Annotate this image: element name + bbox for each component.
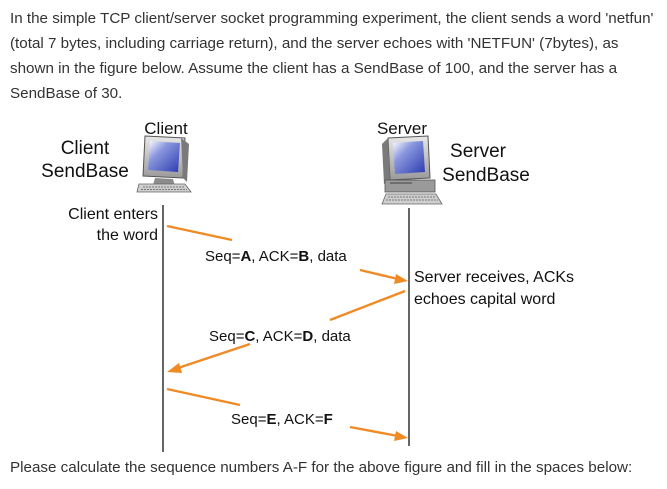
arrow-2-end-segment xyxy=(177,342,251,370)
arrow-3-start-segment xyxy=(166,387,241,407)
question-intro-text: In the simple TCP client/server socket p… xyxy=(10,10,654,102)
message-2-seq: C xyxy=(244,328,255,345)
message-2-suffix: , data xyxy=(313,328,351,345)
message-arrows xyxy=(166,224,408,441)
arrow-1-start-segment xyxy=(166,224,233,242)
client-sendbase-line1: Client xyxy=(61,138,110,159)
message-1-suffix: , data xyxy=(309,248,347,265)
arrow-3-head xyxy=(394,431,408,441)
message-3-seq: E xyxy=(266,411,276,428)
message-2-ack: D xyxy=(302,328,313,345)
question-instruction-text: Please calculate the sequence numbers A-… xyxy=(10,459,633,476)
arrow-3-end-segment xyxy=(349,425,399,438)
client-computer-icon xyxy=(136,135,192,193)
arrow-1-head xyxy=(394,274,408,284)
message-3-ack: F xyxy=(324,411,333,428)
server-sendbase-line2: SendBase xyxy=(442,165,530,186)
message-1-ack: B xyxy=(298,248,309,265)
message-1-label: Seq=A, ACK=B, data xyxy=(205,248,347,265)
client-sendbase-line2: SendBase xyxy=(41,161,129,182)
message-3-label: Seq=E, ACK=F xyxy=(231,411,333,428)
server-event-line1: Server receives, ACKs xyxy=(414,269,574,286)
server-event-line2: echoes capital word xyxy=(414,291,555,308)
arrow-2-start-segment xyxy=(329,289,406,322)
server-sendbase-line1: Server xyxy=(450,141,507,162)
client-event-line1: Client enters xyxy=(68,206,158,223)
server-label: Server xyxy=(377,119,427,138)
message-2-label: Seq=C, ACK=D, data xyxy=(209,328,351,345)
message-1-seq: A xyxy=(240,248,251,265)
arrow-1-end-segment xyxy=(359,268,399,281)
client-event-line2: the word xyxy=(97,227,158,244)
server-computer-icon xyxy=(381,135,443,205)
arrow-2-head xyxy=(167,363,182,373)
client-label: Client xyxy=(144,119,188,138)
